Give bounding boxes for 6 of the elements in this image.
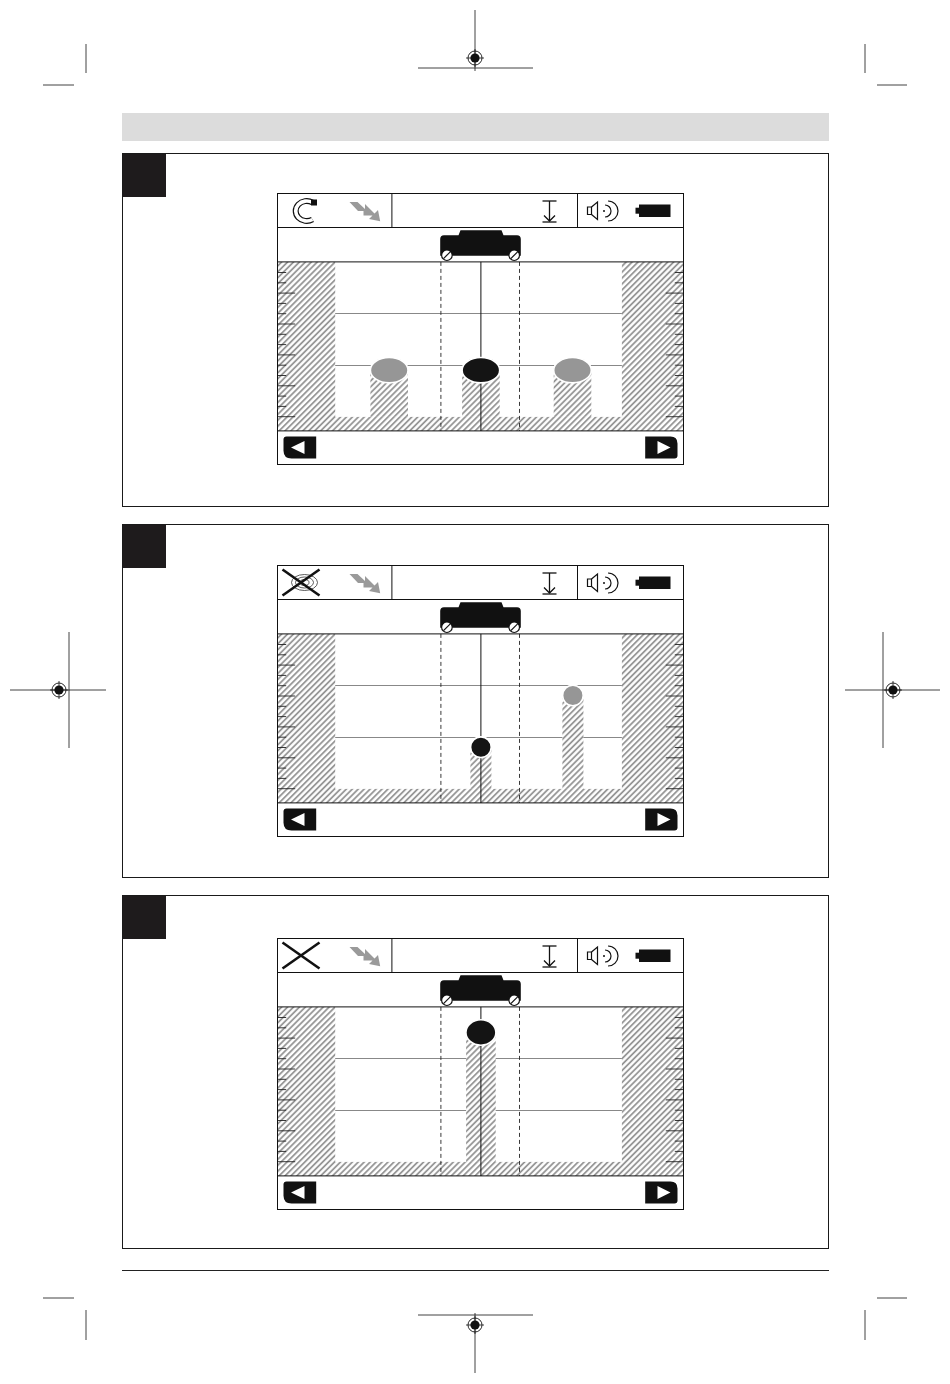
display-screen-drawing	[277, 193, 684, 465]
display-screen-drawing	[277, 565, 684, 837]
figure-frame	[122, 524, 829, 878]
display-screen-drawing	[277, 938, 684, 1210]
figure-frame	[122, 895, 829, 1249]
figure-frame	[122, 153, 829, 507]
